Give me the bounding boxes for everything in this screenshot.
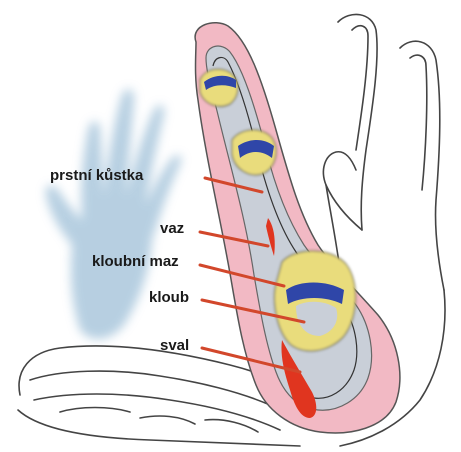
joint-lower [275,251,356,351]
joint-middle [232,130,276,175]
label-joint: kloub [149,289,189,306]
joint-top [200,69,238,106]
label-finger-bone: prstní kůstka [50,167,144,184]
label-muscle: sval [160,337,189,354]
label-ligament: vaz [160,220,184,237]
label-synovial-fluid: kloubní maz [92,253,179,270]
